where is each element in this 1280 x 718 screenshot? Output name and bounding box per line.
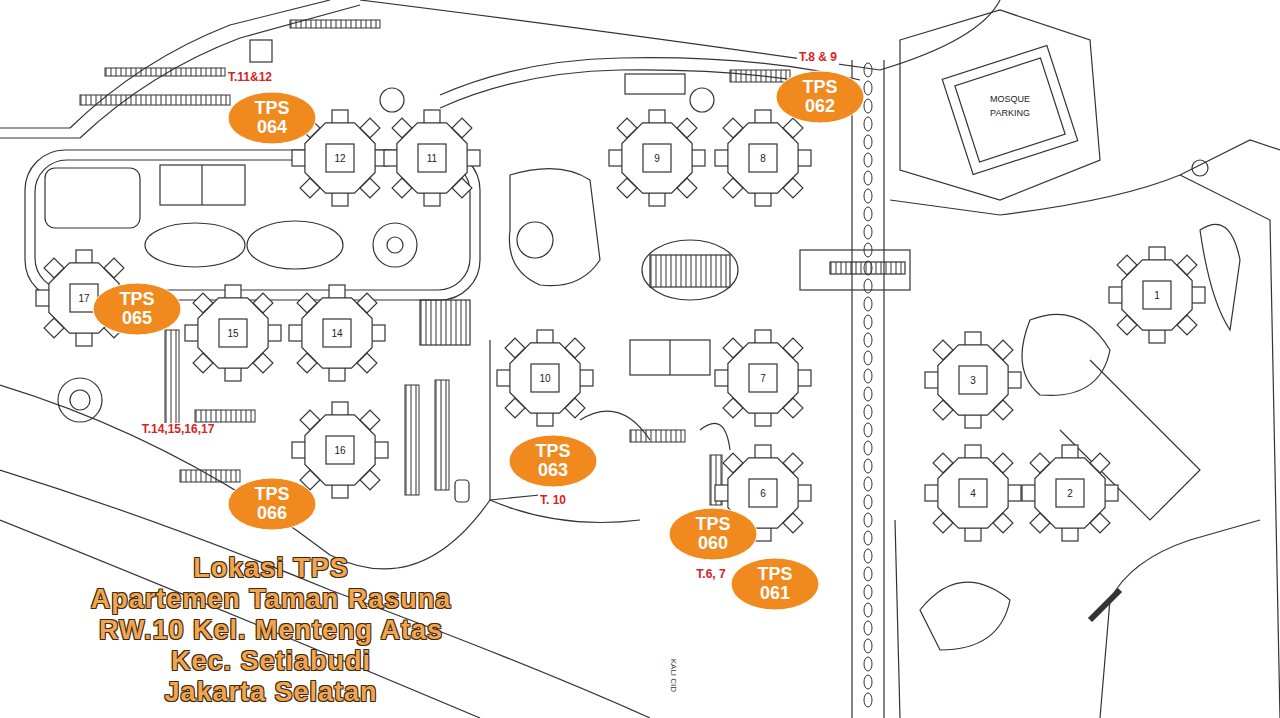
- tower-number: 2: [1066, 488, 1074, 499]
- tower-building: [715, 330, 811, 426]
- tps-label: TPS 063: [525, 442, 581, 480]
- bollard: [864, 63, 872, 77]
- tower-number: 11: [426, 153, 438, 164]
- tower-number: 17: [77, 293, 90, 304]
- caption-line: Lokasi TPS: [193, 554, 349, 584]
- bollard: [864, 243, 872, 257]
- bollard: [864, 423, 872, 437]
- bollard: [864, 567, 872, 581]
- tps-label: TPS 064: [244, 99, 300, 137]
- bollard: [864, 297, 872, 311]
- tower-number: 12: [333, 153, 346, 164]
- bollard: [864, 171, 872, 185]
- tps-label: TPS 066: [244, 485, 300, 523]
- tower-building: [185, 285, 281, 381]
- bollard: [864, 675, 872, 689]
- tower-number: 8: [759, 153, 767, 164]
- tower-number: 7: [759, 373, 767, 384]
- bollard: [864, 315, 872, 329]
- bollard: [864, 387, 872, 401]
- bollard: [864, 621, 872, 635]
- zone-label: T. 10: [538, 494, 568, 507]
- tps-label: TPS 062: [792, 78, 848, 116]
- tower-number: 14: [330, 328, 343, 339]
- bollard: [864, 333, 872, 347]
- tower-building: [1022, 445, 1118, 541]
- tps-marker: TPS 066: [227, 477, 317, 531]
- river-label: KALI CID: [668, 659, 677, 692]
- tower-number: 6: [759, 488, 767, 499]
- tower-number: 3: [969, 375, 977, 386]
- caption-line: RW.10 Kel. Menteng Atas: [99, 616, 443, 646]
- bollard: [864, 279, 872, 293]
- bollard: [864, 261, 872, 275]
- bollard: [864, 207, 872, 221]
- tower-building: [1109, 247, 1205, 343]
- facility-label: PARKING: [989, 109, 1031, 119]
- bollard: [864, 81, 872, 95]
- bollard: [864, 693, 872, 707]
- caption-line: Apartemen Taman Rasuna: [91, 585, 452, 615]
- zone-label: T.8 & 9: [797, 51, 839, 64]
- facility-label: MOSQUE: [989, 95, 1031, 105]
- bollard: [864, 153, 872, 167]
- bollard: [864, 657, 872, 671]
- tower-number: 16: [333, 445, 346, 456]
- bollard: [864, 405, 872, 419]
- tps-label: TPS 061: [747, 565, 803, 603]
- bollard: [864, 189, 872, 203]
- bollard: [864, 585, 872, 599]
- tower-building: [292, 402, 388, 498]
- tower-building: [925, 332, 1021, 428]
- tps-label: TPS 060: [685, 515, 741, 553]
- bollard: [864, 369, 872, 383]
- zone-label: T.6, 7: [694, 568, 727, 581]
- tps-marker: TPS 064: [227, 91, 317, 145]
- bollard: [864, 99, 872, 113]
- bollard: [864, 225, 872, 239]
- bollard: [864, 477, 872, 491]
- tower-number: 4: [969, 488, 977, 499]
- bollard: [864, 117, 872, 131]
- tower-number: 15: [226, 328, 239, 339]
- tps-marker: TPS 061: [730, 557, 820, 611]
- caption-line: Kec. Setiabudi: [171, 647, 371, 677]
- bollard: [864, 459, 872, 473]
- tower-number: 1: [1153, 290, 1161, 301]
- caption-line: Jakarta Selatan: [164, 678, 377, 708]
- tps-marker: TPS 062: [775, 70, 865, 124]
- tower-building: [384, 110, 480, 206]
- tower-building: [925, 445, 1021, 541]
- tps-label: TPS 065: [109, 290, 165, 328]
- tower-building: [289, 285, 385, 381]
- tower-building: [609, 110, 705, 206]
- bollard: [864, 495, 872, 509]
- tower-number: 10: [538, 373, 551, 384]
- bollard: [864, 135, 872, 149]
- zone-label: T.14,15,16,17: [140, 423, 217, 436]
- bollard: [864, 513, 872, 527]
- zone-label: T.11&12: [226, 71, 274, 84]
- tps-marker: TPS 063: [508, 434, 598, 488]
- bollard: [864, 351, 872, 365]
- tower-number: 9: [653, 153, 661, 164]
- tower-building: [497, 330, 593, 426]
- bollard: [864, 639, 872, 653]
- tower-building: [715, 110, 811, 206]
- bollard: [864, 603, 872, 617]
- bollard: [864, 549, 872, 563]
- bollard: [864, 531, 872, 545]
- tps-marker: TPS 060: [668, 507, 758, 561]
- tps-marker: TPS 065: [92, 282, 182, 336]
- bollard: [864, 441, 872, 455]
